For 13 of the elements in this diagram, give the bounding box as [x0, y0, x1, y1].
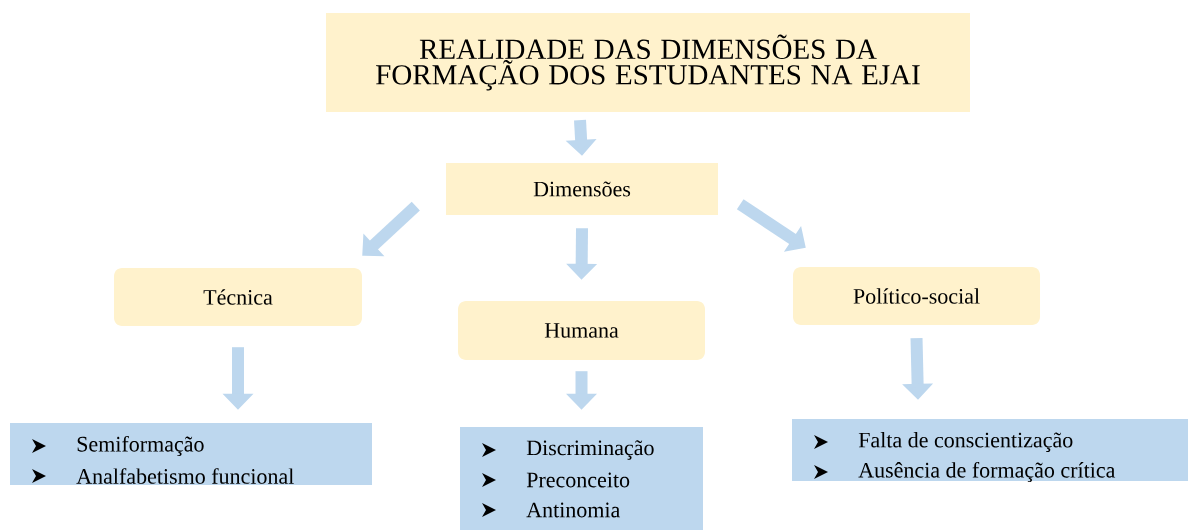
- category-box: Humana: [458, 301, 705, 360]
- list-item: Falta de conscientização: [858, 432, 1073, 452]
- list-item: Preconceito: [526, 472, 630, 488]
- list-item: Semiformação: [77, 435, 204, 457]
- list-item: Ausência de formação crítica: [858, 461, 1116, 483]
- block-arrow: [362, 201, 420, 257]
- category-box: Dimensões: [446, 163, 718, 215]
- title-box: REALIDADE DAS DIMENSÕES DA FORMAÇÃO DOS ESTUDANTES NA EJAI: [326, 13, 970, 112]
- list-item: Analfabetismo funcional: [76, 468, 294, 484]
- category-box: Político-social: [793, 267, 1040, 325]
- category-box: Técnica: [114, 268, 362, 326]
- list-item: Antinomia: [526, 502, 621, 518]
- list-item: Discriminação: [526, 440, 654, 460]
